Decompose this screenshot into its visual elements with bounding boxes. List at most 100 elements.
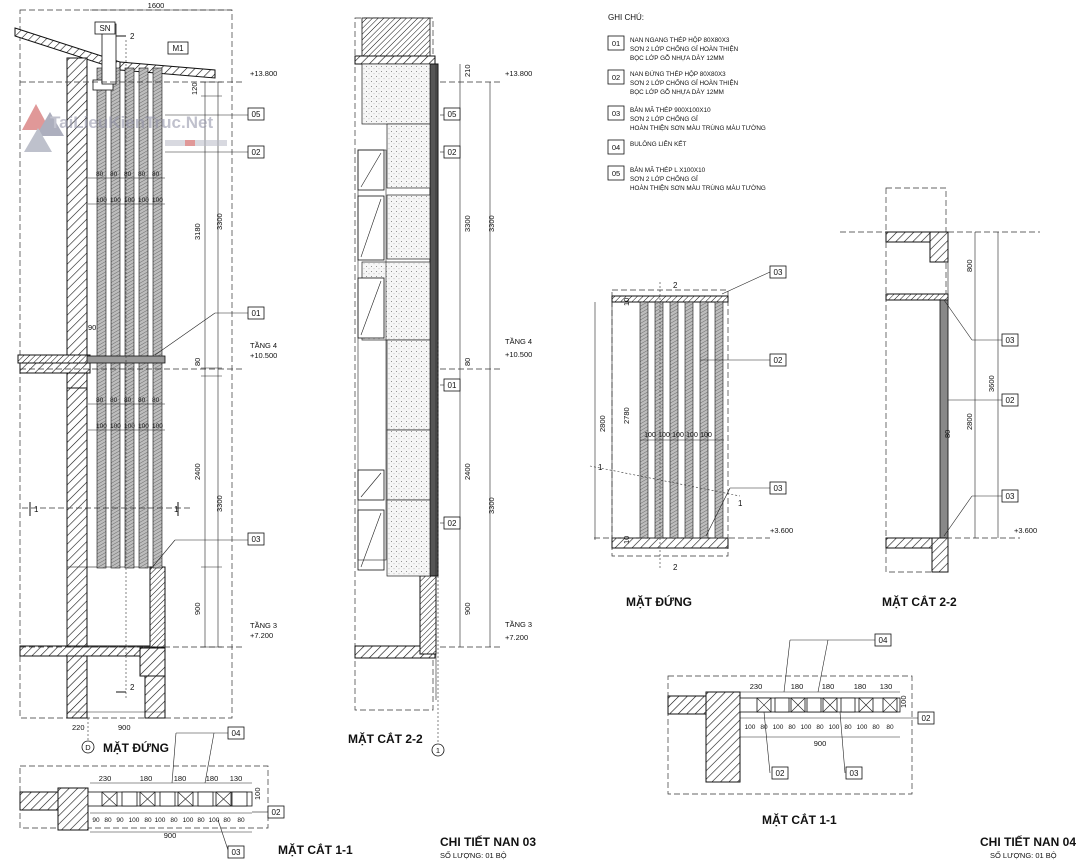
dim-label: 2400 (463, 463, 472, 480)
legend-text: HOÀN THIỆN SƠN MÀU TRÙNG MÀU TƯỜNG (630, 183, 766, 192)
view-title: MẶT CẮT 2-2 (882, 594, 957, 609)
tag-m1 (167, 41, 189, 55)
right-section-2-2 (840, 187, 1040, 573)
tag-03: 03 (232, 848, 241, 857)
cut-label: 2 (673, 281, 678, 290)
legend-text: BỌC LỚP GỖ NHỰA DÀY 12MM (630, 53, 724, 62)
cross-mark (882, 697, 898, 713)
dim-label: 100 (155, 817, 166, 824)
dim-label: 80 (104, 817, 112, 824)
vertical-slat (654, 301, 664, 539)
glass-mark (360, 472, 382, 498)
dim-label: 3300 (215, 495, 224, 512)
tag-sn (94, 21, 116, 35)
dim-label: 100 (773, 724, 784, 731)
dim-label: 180 (140, 774, 153, 783)
watermark-logo: TaiLieuKienTruc.Net (22, 104, 227, 152)
legend-heading: GHI CHÚ: (608, 13, 644, 22)
cladding-tile (386, 123, 431, 189)
dim-label: 230 (750, 682, 763, 691)
level-label: TẦNG 4 (505, 336, 532, 346)
level-label: +7.200 (250, 631, 273, 640)
legend-text: NAN ĐỨNG THÉP HỘP 80X80X3 (630, 69, 726, 78)
cut-label: 2 (130, 32, 135, 41)
tag-04: 04 (879, 636, 888, 645)
vertical-slat (124, 67, 135, 569)
slat-dim-label: 100 (644, 432, 656, 439)
legend-code-box (607, 35, 625, 51)
dim-label: 100 (801, 724, 812, 731)
dim-label: 230 (99, 774, 112, 783)
dim-label: 3300 (463, 215, 472, 232)
dim-label: 80 (872, 724, 880, 731)
tag-03: 03 (1006, 492, 1015, 501)
level-label: +7.200 (505, 633, 528, 642)
right-elevation (589, 271, 771, 568)
vertical-slat (152, 67, 163, 569)
slat-dim-label: 100 (110, 197, 121, 204)
dim-label: 2780 (622, 407, 631, 424)
slat-dim-label: 100 (138, 423, 149, 430)
slat-dim-label: 80 (124, 397, 132, 404)
dim-label: 90 (116, 817, 124, 824)
dim-label: 2400 (193, 463, 202, 480)
view-title: MẶT CẮT 1-1 (278, 842, 353, 857)
dim-label: 900 (463, 602, 472, 615)
dim-label: 80 (193, 358, 202, 366)
tag-01: 01 (252, 309, 261, 318)
vertical-slat (96, 67, 107, 569)
slat-section (840, 697, 856, 713)
vertical-slats (96, 67, 163, 569)
level-label: +13.800 (250, 69, 277, 78)
vertical-slat (110, 67, 121, 569)
tag-02: 02 (272, 808, 281, 817)
vertical-slat (669, 301, 679, 539)
dim-label: 100 (209, 817, 220, 824)
cut-label: 1 (174, 505, 179, 514)
legend-code: 01 (612, 39, 620, 48)
tag-02: 02 (776, 769, 785, 778)
slat-dim-label: 80 (138, 171, 146, 178)
slat-dim-label: 80 (152, 397, 160, 404)
level-label: +3.600 (770, 526, 793, 535)
legend-code: 05 (612, 169, 620, 178)
cross-mark (101, 791, 118, 807)
vertical-slat (699, 301, 709, 539)
slat-dim-label: 80 (124, 171, 132, 178)
slat-dim-label: 100 (152, 423, 163, 430)
tag-02: 02 (922, 714, 931, 723)
cross-mark (756, 697, 772, 713)
slat-section (121, 791, 138, 807)
dim-label: 90 (92, 817, 100, 824)
dim-label: 100 (253, 787, 262, 800)
dim-label: 2800 (598, 415, 607, 432)
vertical-slat (639, 301, 649, 539)
tag-02: 02 (1006, 396, 1015, 405)
dim-label: 100 (899, 695, 908, 708)
level-label: +10.500 (250, 351, 277, 360)
tag-02: 02 (774, 356, 783, 365)
dim-label: 80 (237, 817, 245, 824)
dim-label: 80 (760, 724, 768, 731)
legend-text: BULÔNG LIÊN KẾT (630, 138, 686, 148)
dim-label: 220 (72, 723, 85, 732)
slat-section (774, 697, 790, 713)
dim-label: 100 (829, 724, 840, 731)
right-section-1-1 (667, 639, 918, 795)
dim-label: 3300 (215, 213, 224, 230)
dim-label: 900 (193, 602, 202, 615)
cladding-tile (361, 63, 431, 125)
legend-code-box (607, 69, 625, 85)
dim-label: 3300 (487, 215, 496, 232)
dim-label: 80 (943, 430, 952, 438)
dim-label: 80 (170, 817, 178, 824)
glass-mark (360, 512, 382, 568)
slat-dim-label: 100 (138, 197, 149, 204)
slat-plan (101, 791, 248, 807)
slat-dim-label: 100 (672, 432, 684, 439)
cut-label: 1 (34, 505, 39, 514)
legend-text: SƠN 2 LỚP CHỐNG GỈ (630, 113, 698, 123)
vertical-slat (714, 301, 724, 539)
dim-label: 100 (745, 724, 756, 731)
